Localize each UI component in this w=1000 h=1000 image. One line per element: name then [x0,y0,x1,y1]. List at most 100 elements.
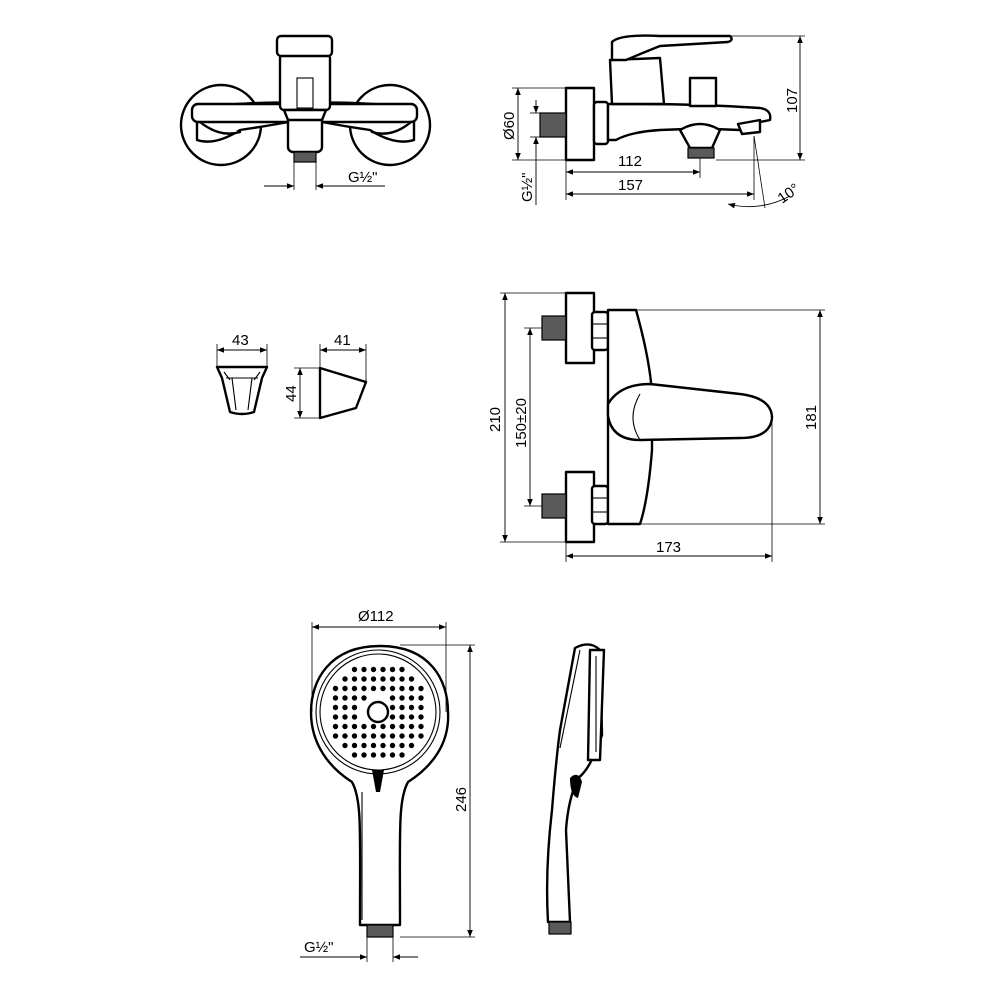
nozzle-dot [342,742,348,749]
nozzle-dot [389,685,396,692]
nozzle-dot [408,742,415,749]
nozzle-dot [418,704,424,711]
nozzle-dot [370,676,377,682]
nozzle-dot [332,723,339,730]
side-width-157-label: 157 [618,177,643,194]
shower-diameter-label: Ø112 [358,608,394,625]
nozzle-dot [389,742,396,749]
nozzle-dot [351,714,358,720]
nozzle-dot [342,723,348,730]
nozzle-dot [361,752,367,758]
nozzle-dot [380,685,386,692]
mixer-side-view: 107 112 157 10° Ø60 G½" [501,34,805,209]
nozzle-dot [351,704,358,711]
side-thread-label: G½" [519,172,536,202]
side-angle-label: 10° [775,180,803,207]
top-thread-label: G½" [348,169,378,186]
holder-width-41-label: 41 [334,332,351,349]
nozzle-dot [399,752,405,758]
nozzle-dot [399,714,405,720]
nozzle-dot [389,704,396,711]
nozzle-dot [361,733,367,739]
nozzle-dot [351,742,358,749]
nozzle-dot [342,733,348,739]
nozzle-dot [399,742,405,749]
nozzle-dot [389,752,396,758]
front-height-181-label: 181 [803,405,820,430]
nozzle-dot [418,723,424,730]
nozzle-dot [370,666,377,673]
nozzle-dot [370,723,377,730]
nozzle-dot [389,714,396,720]
nozzle-dot [408,714,415,720]
nozzle-dot [399,723,405,730]
nozzle-pattern [332,666,424,758]
mixer-front-view: 210 150±20 181 173 [487,291,825,562]
nozzle-dot [399,676,405,682]
front-height-210-label: 210 [487,407,504,432]
nozzle-dot [418,714,424,720]
nozzle-dot [389,695,396,701]
nozzle-dot [361,666,367,673]
nozzle-dot [408,676,415,682]
shower-thread-label: G½" [304,939,334,956]
nozzle-dot [342,714,348,720]
nozzle-dot [418,733,424,739]
nozzle-dot [351,695,358,701]
nozzle-dot [342,685,348,692]
nozzle-dot [399,666,405,673]
nozzle-dot [332,695,339,701]
holder-width-43-label: 43 [232,332,249,349]
nozzle-dot [351,752,358,758]
holder-height-44-label: 44 [283,385,300,402]
nozzle-dot [380,742,386,749]
nozzle-dot [351,666,358,673]
nozzle-dot [418,685,424,692]
nozzle-dot [342,676,348,682]
nozzle-dot [351,676,358,682]
nozzle-dot [380,752,386,758]
nozzle-dot [361,742,367,749]
hand-shower-side-view [545,643,606,935]
nozzle-dot [389,666,396,673]
nozzle-dot [380,723,386,730]
nozzle-dot [361,723,367,730]
nozzle-dot [399,704,405,711]
nozzle-dot [408,685,415,692]
front-width-173-label: 173 [656,539,681,556]
nozzle-dot [408,733,415,739]
nozzle-dot [408,723,415,730]
nozzle-dot [370,733,377,739]
hand-shower-front-view: Ø112 246 G½" [300,608,475,962]
nozzle-dot [332,733,339,739]
nozzle-dot [351,733,358,739]
nozzle-dot [361,695,367,701]
nozzle-dot [370,742,377,749]
side-diameter-label: Ø60 [501,112,518,140]
nozzle-dot [408,695,415,701]
nozzle-dot [399,685,405,692]
nozzle-dot [380,733,386,739]
nozzle-dot [361,676,367,682]
mixer-top-view: G½" [179,34,432,190]
shower-length-label: 246 [453,787,470,812]
holder-side-view: 41 44 [283,332,368,420]
front-spacing-label: 150±20 [513,398,530,448]
nozzle-dot [361,685,367,692]
nozzle-dot [389,723,396,730]
nozzle-dot [370,752,377,758]
nozzle-dot [351,685,358,692]
nozzle-dot [408,704,415,711]
nozzle-dot [332,704,339,711]
nozzle-dot [370,685,377,692]
nozzle-dot [380,676,386,682]
holder-front-view: 43 [215,332,269,416]
nozzle-dot [418,695,424,701]
nozzle-dot [380,666,386,673]
nozzle-dot [389,733,396,739]
side-height-107-label: 107 [784,88,801,113]
nozzle-dot [399,733,405,739]
nozzle-dot [342,704,348,711]
nozzle-dot [399,695,405,701]
